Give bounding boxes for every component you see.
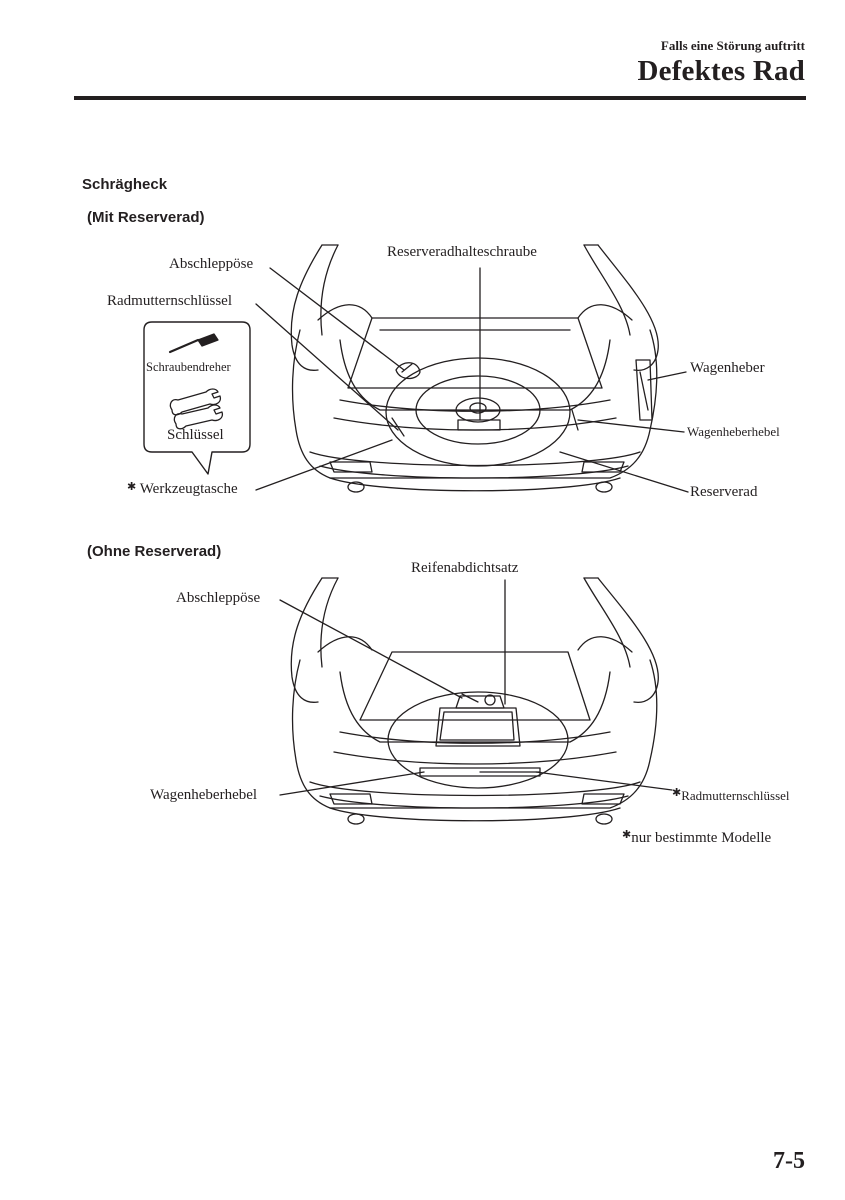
figure-trunk-without-spare-wheel bbox=[279, 577, 673, 825]
header-rule bbox=[74, 96, 806, 100]
callout-schluessel: Schlüssel bbox=[167, 427, 224, 443]
asterisk-mark: ✱ bbox=[672, 787, 682, 799]
label-radmutternschluessel-2: ✱Radmutternschlüssel bbox=[672, 786, 790, 804]
label-reserverad: Reserverad bbox=[690, 484, 758, 500]
label-wagenheberhebel-2: Wagenheberhebel bbox=[150, 787, 258, 803]
callout-schraubendreher: Schraubendreher bbox=[146, 360, 231, 374]
label-abschleppoese-1: Abschleppöse bbox=[169, 256, 254, 272]
subheading-ohne-reserverad: (Ohne Reserverad) bbox=[87, 543, 222, 560]
werkzeugtasche-text: Werkzeugtasche bbox=[139, 481, 238, 497]
page-number: 7-5 bbox=[773, 1148, 805, 1174]
label-reserveradhalteschraube: Reserveradhalteschraube bbox=[387, 244, 537, 260]
label-reifenabdichtsatz: Reifenabdichtsatz bbox=[411, 560, 519, 576]
footnote-text: nur bestimmte Modelle bbox=[631, 830, 772, 846]
heading-schraegheck: Schrägheck bbox=[82, 176, 168, 193]
asterisk-mark: ✱ bbox=[622, 829, 632, 841]
label-wagenheberhebel-1: Wagenheberhebel bbox=[687, 424, 780, 439]
footnote-nur-bestimmte-modelle: ✱nur bestimmte Modelle bbox=[622, 828, 771, 847]
subheading-mit-reserverad: (Mit Reserverad) bbox=[87, 209, 205, 226]
label-werkzeugtasche: ✱ Werkzeugtasche bbox=[127, 480, 238, 498]
radmutternschluessel-text: Radmutternschlüssel bbox=[681, 788, 790, 803]
label-abschleppoese-2: Abschleppöse bbox=[176, 590, 261, 606]
label-radmutternschluessel-1: Radmutternschlüssel bbox=[107, 293, 232, 309]
figure-trunk-with-spare-wheel bbox=[143, 244, 689, 493]
section-title: Falls eine Störung auftritt bbox=[660, 38, 805, 53]
page-title: Defektes Rad bbox=[637, 55, 805, 87]
label-wagenheber: Wagenheber bbox=[690, 360, 765, 376]
asterisk-mark: ✱ bbox=[127, 481, 137, 493]
